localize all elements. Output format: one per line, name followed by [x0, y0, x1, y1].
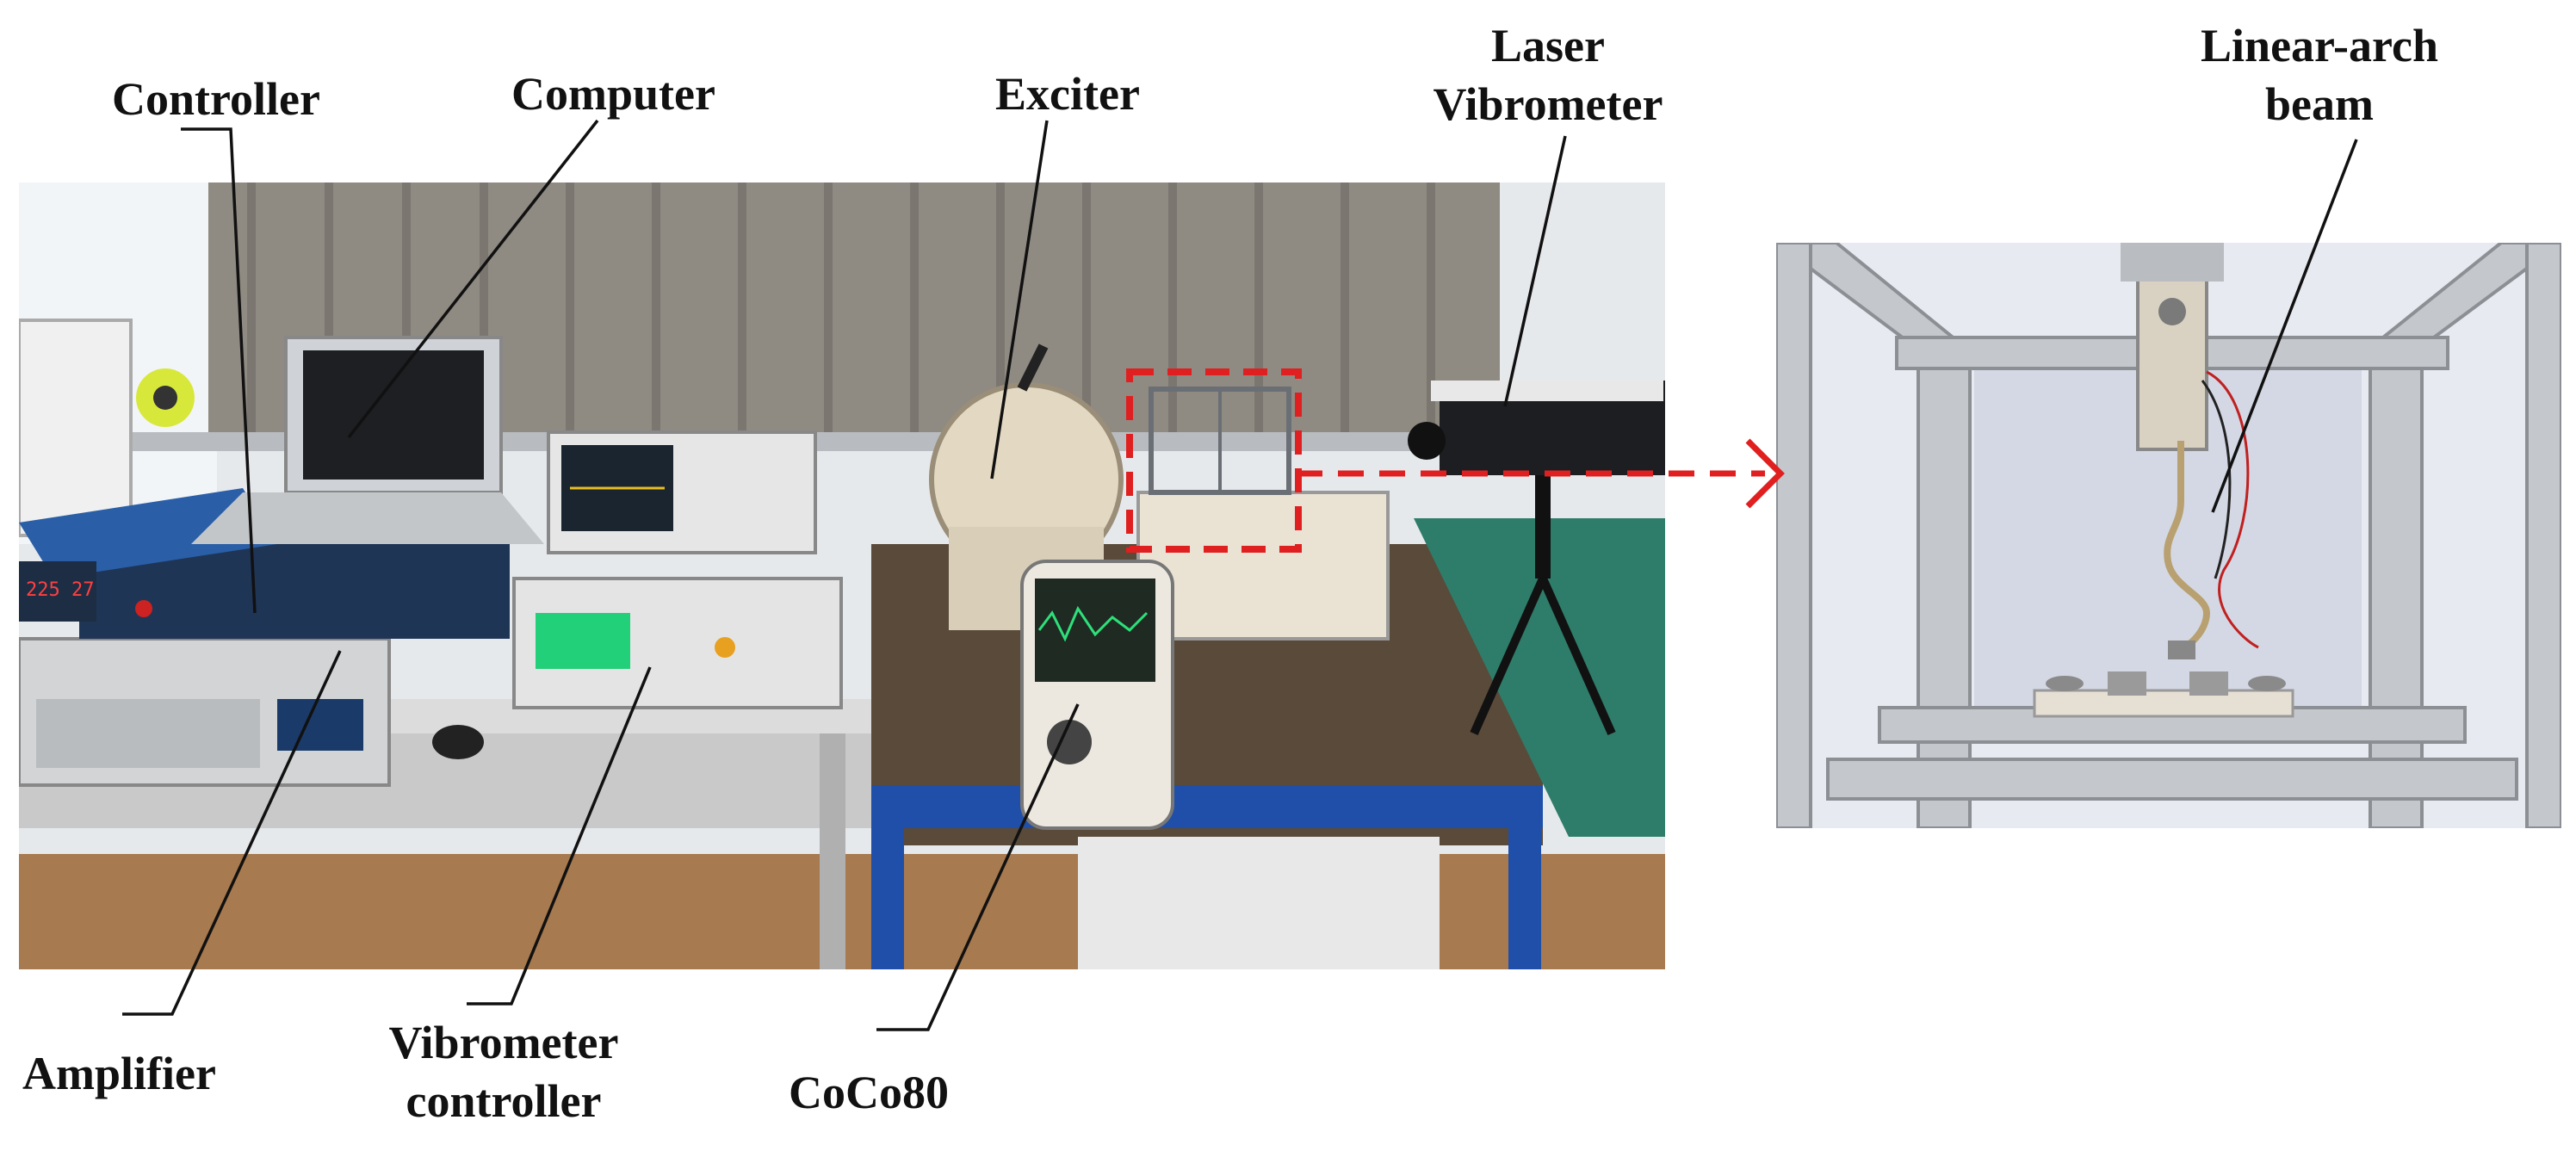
leader-line-coco80 [876, 703, 1080, 1031]
label-laser-vibrometer-line2: Vibrometer [1433, 77, 1663, 130]
leader-line-amplifier [122, 650, 342, 1016]
label-vibrometer-controller-line1: Vibrometer [388, 1017, 619, 1068]
label-linear-arch-beam-line1: Linear-arch [2201, 20, 2438, 71]
leader-line-computer [347, 119, 599, 439]
lab-setup-photo: 225 27 [19, 183, 1665, 969]
label-laser-vibrometer: Laser Vibrometer [1410, 17, 1686, 133]
leader-line-linear-arch-beam [2211, 139, 2358, 513]
beam-mount [2136, 275, 2208, 451]
leader-line-exciter [990, 120, 1049, 480]
highlight-box [1126, 368, 1302, 553]
beam-closeup-photo [1776, 243, 2561, 828]
svg-text:225 27: 225 27 [26, 579, 94, 601]
blue-table-frame [871, 785, 1543, 828]
label-coco80: CoCo80 [789, 1067, 949, 1118]
leader-line-laser-vibrometer [1503, 135, 1567, 407]
label-computer: Computer [511, 68, 715, 120]
label-amplifier: Amplifier [22, 1048, 216, 1099]
label-controller: Controller [112, 73, 320, 125]
beam-closeup-illustration [1776, 243, 2561, 828]
label-vibrometer-controller: Vibrometer controller [362, 1014, 646, 1130]
label-vibrometer-controller-line2: controller [406, 1074, 602, 1127]
linear-arch-beam [2164, 441, 2211, 651]
leader-line-vibrometer-controller [467, 666, 652, 1006]
label-linear-arch-beam-line2: beam [2265, 77, 2374, 130]
label-laser-vibrometer-line1: Laser [1491, 20, 1605, 71]
label-exciter: Exciter [995, 68, 1140, 120]
lab-setup-illustration: 225 27 [19, 183, 1665, 969]
label-linear-arch-beam: Linear-arch beam [2173, 17, 2466, 133]
leader-line-controller [181, 127, 257, 614]
arrow-head-icon [1745, 438, 1785, 509]
